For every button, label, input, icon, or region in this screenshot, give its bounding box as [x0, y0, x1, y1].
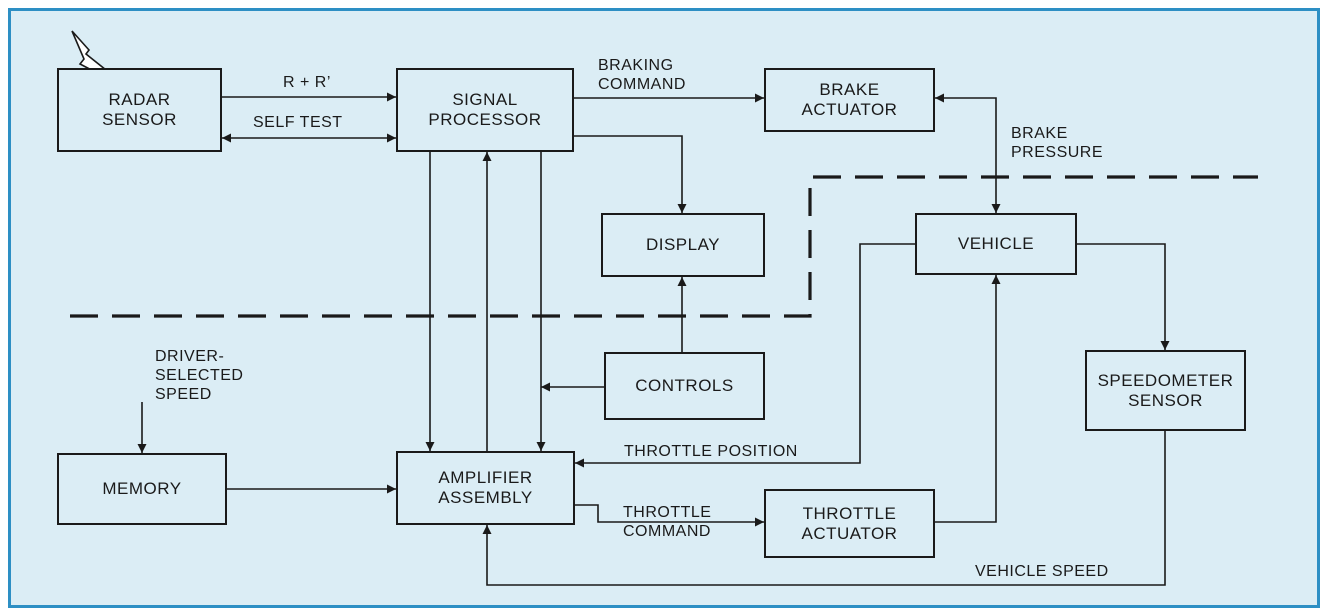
arrow-brake-pressure — [935, 93, 1001, 213]
brake-actuator-block: BRAKE ACTUATOR — [764, 68, 935, 132]
arrow-vehicle-speed — [482, 431, 1166, 586]
label-brake-pressure: BRAKE PRESSURE — [1011, 125, 1104, 161]
label-r-plus-r: R + R’ — [283, 74, 331, 91]
display-block: DISPLAY — [601, 213, 765, 277]
arrow-throttle-command — [575, 504, 764, 527]
vehicle-block: VEHICLE — [915, 213, 1077, 275]
throttle-actuator-block: THROTTLE ACTUATOR — [764, 489, 935, 558]
boundary-dashed-line — [70, 175, 1258, 318]
arrow-vehicle-to-speedo — [1077, 243, 1170, 350]
speedometer-sensor-block: SPEEDOMETER SENSOR — [1085, 350, 1246, 431]
label-self-test: SELF TEST — [253, 114, 343, 131]
memory-block: MEMORY — [57, 453, 227, 525]
label-throttle-position: THROTTLE POSITION — [624, 443, 798, 460]
arrow-throttle-to-vehicle — [935, 275, 1001, 523]
amplifier-assembly-block: AMPLIFIER ASSEMBLY — [396, 451, 575, 525]
label-throttle-command: THROTTLE COMMAND — [623, 504, 712, 540]
arrow-sp-to-display — [574, 135, 687, 213]
label-braking-command: BRAKING COMMAND — [598, 57, 686, 93]
radar-sensor-block: RADAR SENSOR — [57, 68, 222, 152]
label-vehicle-speed: VEHICLE SPEED — [975, 563, 1109, 580]
label-driver-selected-speed: DRIVER- SELECTED SPEED — [155, 348, 244, 403]
signal-processor-block: SIGNAL PROCESSOR — [396, 68, 574, 152]
controls-block: CONTROLS — [604, 352, 765, 420]
arrow-throttle-position — [575, 243, 915, 468]
